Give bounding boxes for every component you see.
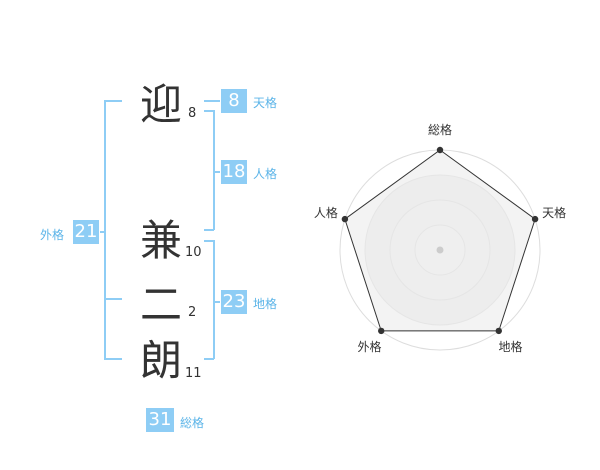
gaikaku-bracket-top [104,100,122,102]
radar-axis-label-2: 天格 [542,205,566,220]
chikaku-value: 23 [221,290,247,314]
radar-axis-label-3: 地格 [499,339,523,354]
name-char-3: 二 [140,280,183,329]
soukaku-label: 総格 [180,416,205,430]
radar-point-4 [378,327,385,335]
name-char-4: 朗 [140,336,183,385]
chikaku-bracket-bottom [204,358,214,360]
name-char-1: 迎 [140,80,183,129]
radar-point-2 [531,215,539,223]
jinkaku-bracket-vertical [213,110,215,230]
radar-point-5 [341,215,349,223]
chikaku-connector [213,301,220,303]
jinkaku-bracket-top [204,110,214,112]
jinkaku-connector [213,171,220,173]
gaikaku-label: 外格 [40,228,65,242]
tenkaku-label: 天格 [253,96,278,110]
radar-axis-label-4: 外格 [357,339,381,354]
stroke-count-3: 2 [188,305,197,320]
stroke-count-1: 8 [188,106,197,121]
jinkaku-bracket-bottom [204,229,214,231]
radar-data-polygon [344,149,536,332]
radar-point-1 [436,146,444,154]
tenkaku-value: 8 [221,89,247,113]
radar-axis-label-5: 人格 [314,205,338,220]
soukaku-value: 31 [146,408,174,432]
stroke-count-2: 10 [185,245,202,260]
radar-center-dot [436,246,444,254]
gaikaku-bracket-bottom [104,358,122,360]
gaikaku-bracket-vertical [104,100,106,359]
radar-point-3 [495,327,502,335]
tenkaku-connector [204,100,220,102]
jinkaku-label: 人格 [253,167,278,181]
jinkaku-value: 18 [221,160,247,184]
gaikaku-value: 21 [73,220,99,244]
name-char-2: 兼 [140,216,183,265]
chikaku-label: 地格 [253,297,278,311]
gaikaku-bracket-mid [104,298,122,300]
radar-axis-label-1: 総格 [428,122,452,137]
chikaku-bracket-vertical [213,240,215,359]
chikaku-bracket-top [204,240,214,242]
gaikaku-bracket-connector [100,231,105,233]
stroke-count-4: 11 [185,366,202,381]
